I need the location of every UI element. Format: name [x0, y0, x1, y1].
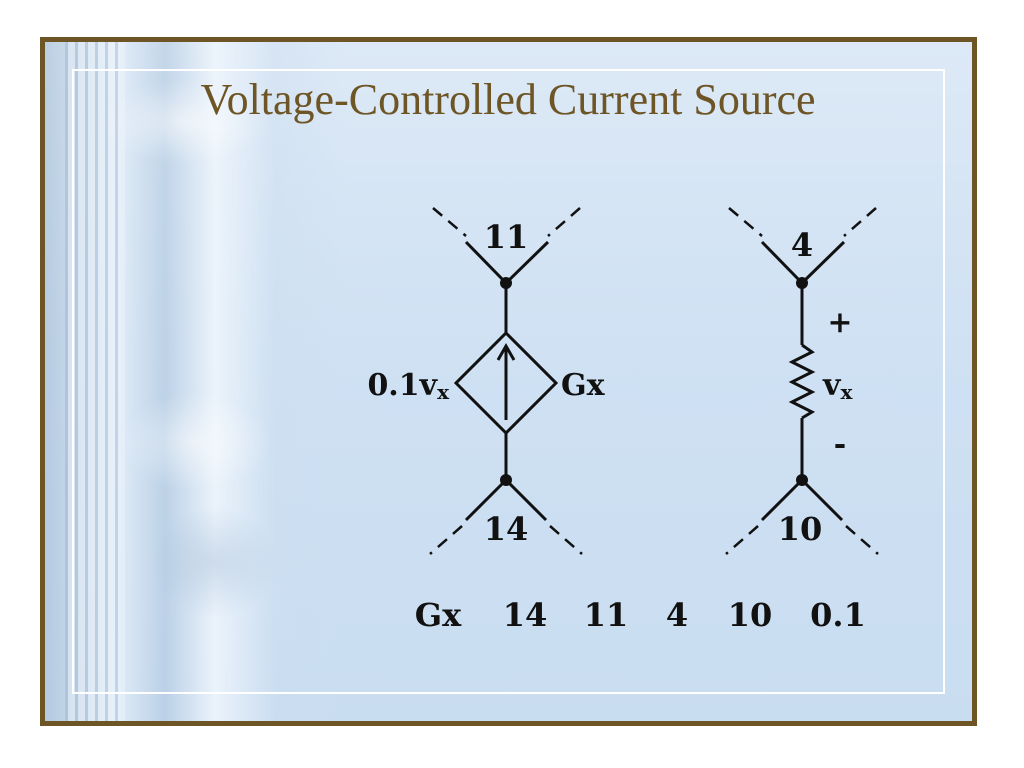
node-dot-11 [500, 277, 512, 289]
node-dot-10 [796, 474, 808, 486]
column-background-image [45, 42, 345, 721]
source-name-label: Gx [561, 368, 606, 403]
ctrl-bottom-right-lead [800, 478, 844, 522]
node-label-11: 11 [484, 218, 529, 256]
bottom-right-dashed-lead [549, 525, 583, 555]
ctrl-top-right-dashed-lead [843, 207, 877, 237]
slide [40, 37, 977, 726]
node-dot-4 [796, 277, 808, 289]
control-element [725, 207, 879, 555]
bottom-right-lead [504, 478, 548, 522]
ctrl-top-left-dashed-lead [728, 207, 763, 237]
top-left-lead [464, 240, 508, 285]
top-right-dashed-lead [547, 207, 581, 237]
node-label-14: 14 [484, 510, 529, 548]
ctrl-bottom-right-dashed-lead [845, 525, 879, 555]
gain-label: 0.1vx [367, 368, 450, 404]
netlist-token-name: Gx [415, 596, 462, 634]
netlist-line: Gx 14 11 4 10 0.1 [415, 596, 866, 634]
gain-label-subscript: x [437, 380, 450, 404]
control-voltage-label: vx [822, 368, 853, 404]
netlist-token-gain: 0.1 [810, 596, 866, 634]
bottom-left-lead [464, 478, 508, 522]
plus-sign: + [827, 305, 852, 340]
ctrl-top-left-lead [760, 240, 804, 285]
current-arrow-head [496, 342, 516, 361]
inner-frame [72, 69, 945, 694]
slide-title: Voltage-Controlled Current Source [200, 75, 816, 124]
resistor-zigzag [788, 343, 816, 420]
minus-sign: - [834, 427, 846, 462]
netlist-token-node-plus: 14 [503, 596, 548, 634]
netlist-token-ctrl-minus: 10 [728, 596, 773, 634]
netlist-token-node-minus: 11 [584, 596, 629, 634]
ctrl-bottom-left-lead [760, 478, 804, 522]
top-left-dashed-lead [432, 207, 467, 237]
node-label-10: 10 [778, 510, 823, 548]
bottom-left-dashed-lead [429, 525, 463, 555]
control-voltage-subscript: x [840, 380, 853, 404]
top-right-lead [504, 240, 550, 285]
control-voltage-main: v [822, 368, 842, 403]
netlist-token-ctrl-plus: 4 [666, 596, 688, 634]
node-dot-14 [500, 474, 512, 486]
gain-label-main: 0.1v [367, 368, 438, 403]
node-label-4: 4 [791, 226, 813, 264]
vccs-element [429, 207, 583, 555]
ctrl-top-right-lead [800, 240, 846, 285]
column-flutes [65, 42, 125, 721]
ctrl-bottom-left-dashed-lead [725, 525, 759, 555]
